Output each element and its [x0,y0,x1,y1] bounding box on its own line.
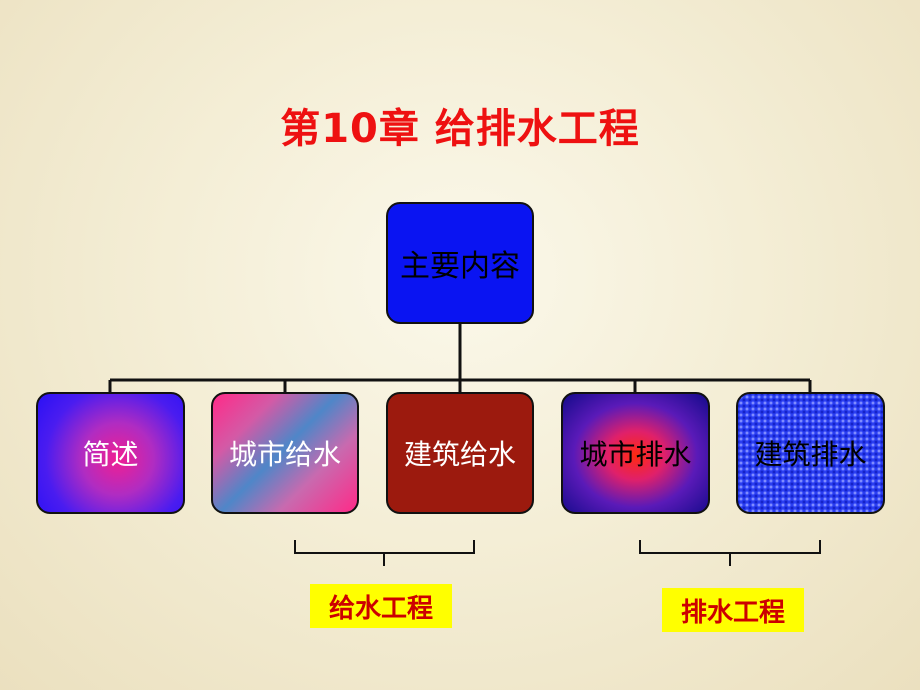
child-node-urban-water-supply: 城市给水 [211,392,359,514]
group-brace-drainage [639,540,821,566]
child-node-building-drainage: 建筑排水 [736,392,885,514]
group-brace-water-supply [294,540,475,566]
child-node-building-water-supply: 建筑给水 [386,392,534,514]
child-node-overview: 简述 [36,392,185,514]
root-node: 主要内容 [386,202,534,324]
group-label-water-supply: 给水工程 [310,584,452,628]
child-node-urban-drainage: 城市排水 [561,392,710,514]
page-title: 第10章 给排水工程 [280,106,640,152]
group-label-drainage: 排水工程 [662,588,804,632]
